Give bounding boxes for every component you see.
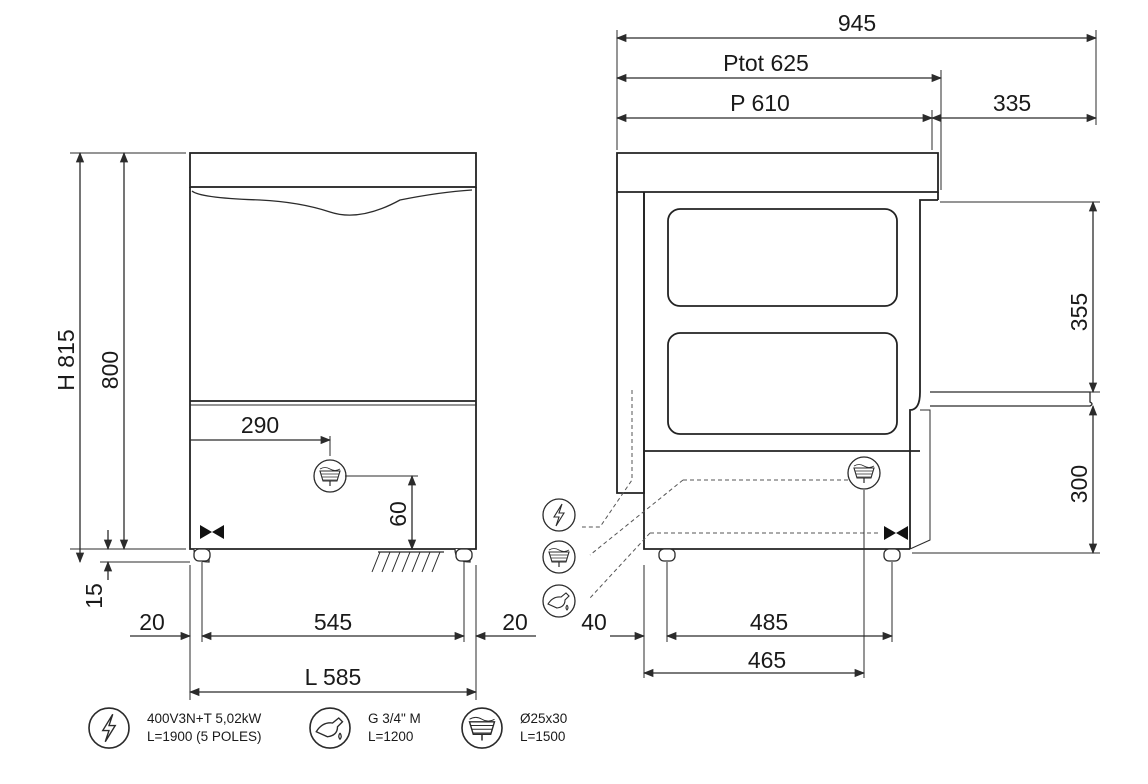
drain-icon bbox=[313, 459, 347, 493]
water-valve-icon bbox=[200, 525, 224, 539]
legend-electric-line2: L=1900 (5 POLES) bbox=[147, 729, 261, 744]
open-door bbox=[930, 391, 1093, 407]
legend-drain: Ø25x30 L=1500 bbox=[461, 707, 567, 749]
dim-total-height: H 815 bbox=[53, 329, 79, 390]
side-drain-icon bbox=[847, 456, 881, 490]
dim-door-open: 335 bbox=[993, 90, 1031, 116]
side-foot-left bbox=[658, 548, 676, 562]
dim-lower-height: 300 bbox=[1066, 465, 1092, 503]
legend-water-line2: L=1200 bbox=[368, 729, 413, 744]
legend-electric-line1: 400V3N+T 5,02kW bbox=[147, 711, 261, 726]
dim-depth: P 610 bbox=[730, 90, 790, 116]
side-drain-connection-icon bbox=[542, 540, 576, 574]
drain-legend-icon bbox=[461, 707, 503, 749]
side-water-tap-icon bbox=[542, 584, 576, 618]
side-window-upper bbox=[667, 208, 898, 307]
dim-door-height: 355 bbox=[1066, 293, 1092, 331]
dim-drain-height: 60 bbox=[385, 501, 411, 527]
side-worktop bbox=[616, 152, 939, 193]
dim-width: L 585 bbox=[305, 664, 362, 690]
legend: 400V3N+T 5,02kW L=1900 (5 POLES) G 3/4" … bbox=[88, 707, 567, 749]
dim-body-height: 800 bbox=[97, 351, 123, 389]
legend-electric: 400V3N+T 5,02kW L=1900 (5 POLES) bbox=[88, 707, 261, 749]
side-back-panel bbox=[616, 192, 645, 494]
legend-water: G 3/4" M L=1200 bbox=[309, 707, 421, 749]
dim-left-margin: 20 bbox=[139, 609, 165, 635]
side-water-valve-icon bbox=[884, 526, 908, 540]
floor-hatch bbox=[371, 551, 444, 573]
dim-side-465: 465 bbox=[748, 647, 786, 673]
legend-drain-line1: Ø25x30 bbox=[520, 711, 567, 726]
legend-drain-line2: L=1500 bbox=[520, 729, 565, 744]
dim-drain-offset: 290 bbox=[241, 412, 279, 438]
water-tap-icon bbox=[309, 707, 351, 749]
dim-feet-height: 15 bbox=[81, 583, 107, 609]
dim-overall-depth: 945 bbox=[838, 10, 876, 36]
dim-inner-width: 545 bbox=[314, 609, 352, 635]
side-foot-right bbox=[883, 548, 901, 562]
dim-total-depth: Ptot 625 bbox=[723, 50, 809, 76]
dim-side-offset: 40 bbox=[581, 609, 607, 635]
side-window-lower bbox=[667, 332, 898, 435]
door-handle bbox=[191, 189, 473, 216]
dim-side-485: 485 bbox=[750, 609, 788, 635]
side-view: 945 Ptot 625 P 610 335 355 300 40 485 46… bbox=[542, 10, 1100, 678]
side-front-edge bbox=[909, 199, 938, 549]
dim-right-margin: 20 bbox=[502, 609, 528, 635]
legend-water-line1: G 3/4" M bbox=[368, 711, 421, 726]
cabinet-body bbox=[189, 187, 477, 550]
front-view: 290 60 H 815 800 15 20 545 20 L 585 bbox=[53, 151, 536, 700]
side-electric-icon bbox=[542, 498, 576, 532]
worktop bbox=[189, 152, 477, 188]
lightning-icon bbox=[88, 707, 130, 749]
